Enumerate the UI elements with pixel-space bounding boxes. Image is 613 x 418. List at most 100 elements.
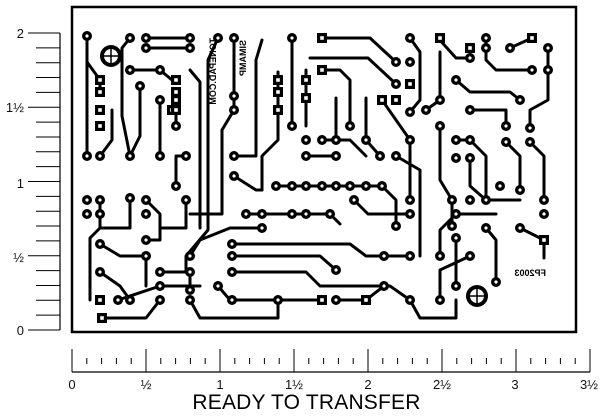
pad-drill-hole bbox=[408, 198, 412, 202]
pad-drill-hole bbox=[348, 184, 352, 188]
pad-drill-hole bbox=[304, 212, 308, 216]
pad-drill-hole bbox=[128, 298, 132, 302]
pad-drill-hole bbox=[98, 78, 102, 82]
pad-drill-hole bbox=[290, 36, 294, 40]
pad-drill-hole bbox=[188, 298, 192, 302]
pad-drill-hole bbox=[188, 288, 192, 292]
pad-drill-hole bbox=[320, 138, 324, 142]
pad-drill-hole bbox=[528, 140, 532, 144]
pad-drill-hole bbox=[484, 226, 488, 230]
pad-drill-hole bbox=[174, 78, 178, 82]
pad-drill-hole bbox=[424, 108, 428, 112]
pad-drill-hole bbox=[438, 36, 442, 40]
pad-drill-hole bbox=[328, 212, 332, 216]
pad-drill-hole bbox=[260, 212, 264, 216]
pad-drill-hole bbox=[334, 184, 338, 188]
pad-drill-hole bbox=[100, 316, 104, 320]
pad-drill-hole bbox=[518, 226, 522, 230]
pad-drill-hole bbox=[98, 154, 102, 158]
pad-drill-hole bbox=[484, 198, 488, 202]
pad-drill-hole bbox=[364, 138, 368, 142]
pad-drill-hole bbox=[498, 184, 502, 188]
pad-drill-hole bbox=[382, 254, 386, 258]
pad-drill-hole bbox=[128, 36, 132, 40]
vertical-tick-label: 2 bbox=[17, 26, 24, 41]
pad-drill-hole bbox=[98, 198, 102, 202]
pad-drill-hole bbox=[518, 98, 522, 102]
pad-drill-hole bbox=[408, 60, 412, 64]
pad-drill-hole bbox=[158, 154, 162, 158]
pad-drill-hole bbox=[98, 108, 102, 112]
pad-drill-hole bbox=[276, 298, 280, 302]
pad-drill-hole bbox=[216, 284, 220, 288]
horizontal-tick-label: 3 bbox=[511, 377, 518, 392]
pad-drill-hole bbox=[85, 212, 89, 216]
horizontal-tick-label: ½ bbox=[141, 377, 152, 392]
pad-drill-hole bbox=[232, 174, 236, 178]
pad-drill-hole bbox=[320, 36, 324, 40]
pad-drill-hole bbox=[144, 36, 148, 40]
pad-drill-hole bbox=[232, 108, 236, 112]
pad-drill-hole bbox=[546, 68, 550, 72]
pad-drill-hole bbox=[380, 98, 384, 102]
pad-drill-hole bbox=[380, 184, 384, 188]
board-label-tonepad: TONEPAD.COM bbox=[208, 38, 218, 105]
pad-drill-hole bbox=[468, 108, 472, 112]
pad-drill-hole bbox=[188, 46, 192, 50]
pad-drill-hole bbox=[128, 154, 132, 158]
horizontal-tick-label: 2½ bbox=[433, 377, 451, 392]
pad-drill-hole bbox=[174, 98, 178, 102]
pad-drill-hole bbox=[128, 196, 132, 200]
pad-drill-hole bbox=[542, 212, 546, 216]
pad-drill-hole bbox=[382, 284, 386, 288]
pad-drill-hole bbox=[98, 90, 102, 94]
pad-drill-hole bbox=[276, 108, 280, 112]
horizontal-tick-label: 0 bbox=[68, 377, 75, 392]
board-label-simamp: SIMAMP bbox=[238, 40, 248, 76]
pad-drill-hole bbox=[352, 198, 356, 202]
pad-drill-hole bbox=[230, 270, 234, 274]
pad-drill-hole bbox=[454, 138, 458, 142]
pad-drill-hole bbox=[158, 68, 162, 72]
pad-drill-hole bbox=[276, 90, 280, 94]
pad-drill-hole bbox=[174, 124, 178, 128]
pad-drill-hole bbox=[116, 298, 120, 302]
pad-drill-hole bbox=[518, 188, 522, 192]
pad-drill-hole bbox=[304, 138, 308, 142]
pad-drill-hole bbox=[468, 156, 472, 160]
horizontal-tick-label: 1 bbox=[216, 377, 223, 392]
pad-drill-hole bbox=[188, 270, 192, 274]
pad-drill-hole bbox=[98, 212, 102, 216]
pad-drill-hole bbox=[144, 254, 148, 258]
pad-drill-hole bbox=[468, 254, 472, 258]
pad-drill-hole bbox=[184, 198, 188, 202]
pad-drill-hole bbox=[174, 108, 178, 112]
pad-drill-hole bbox=[394, 154, 398, 158]
pad-drill-hole bbox=[408, 298, 412, 302]
vertical-ruler: 2 1½ 1 ½ 0 bbox=[6, 26, 61, 338]
pad-drill-hole bbox=[98, 124, 102, 128]
pad-drill-hole bbox=[174, 90, 178, 94]
pad-drill-hole bbox=[438, 298, 442, 302]
pad-drill-hole bbox=[144, 46, 148, 50]
pad-drill-hole bbox=[98, 298, 102, 302]
pad-drill-hole bbox=[504, 140, 508, 144]
vertical-tick-label: 0 bbox=[17, 323, 24, 338]
pad-drill-hole bbox=[454, 156, 458, 160]
pad-drill-hole bbox=[348, 124, 352, 128]
pad-drill-hole bbox=[290, 212, 294, 216]
pad-drill-hole bbox=[364, 184, 368, 188]
pad-drill-hole bbox=[394, 60, 398, 64]
pad-drill-hole bbox=[484, 36, 488, 40]
horizontal-ruler-ticks bbox=[71, 349, 591, 372]
pad-drill-hole bbox=[394, 224, 398, 228]
pad-drill-hole bbox=[158, 270, 162, 274]
vertical-tick-label: 1½ bbox=[6, 100, 24, 115]
pad-drill-hole bbox=[504, 124, 508, 128]
pad-drill-hole bbox=[188, 254, 192, 258]
pad-drill-hole bbox=[454, 236, 458, 240]
pad-drill-hole bbox=[494, 280, 498, 284]
pad-drill-hole bbox=[128, 68, 132, 72]
pad-drill-hole bbox=[334, 138, 338, 142]
